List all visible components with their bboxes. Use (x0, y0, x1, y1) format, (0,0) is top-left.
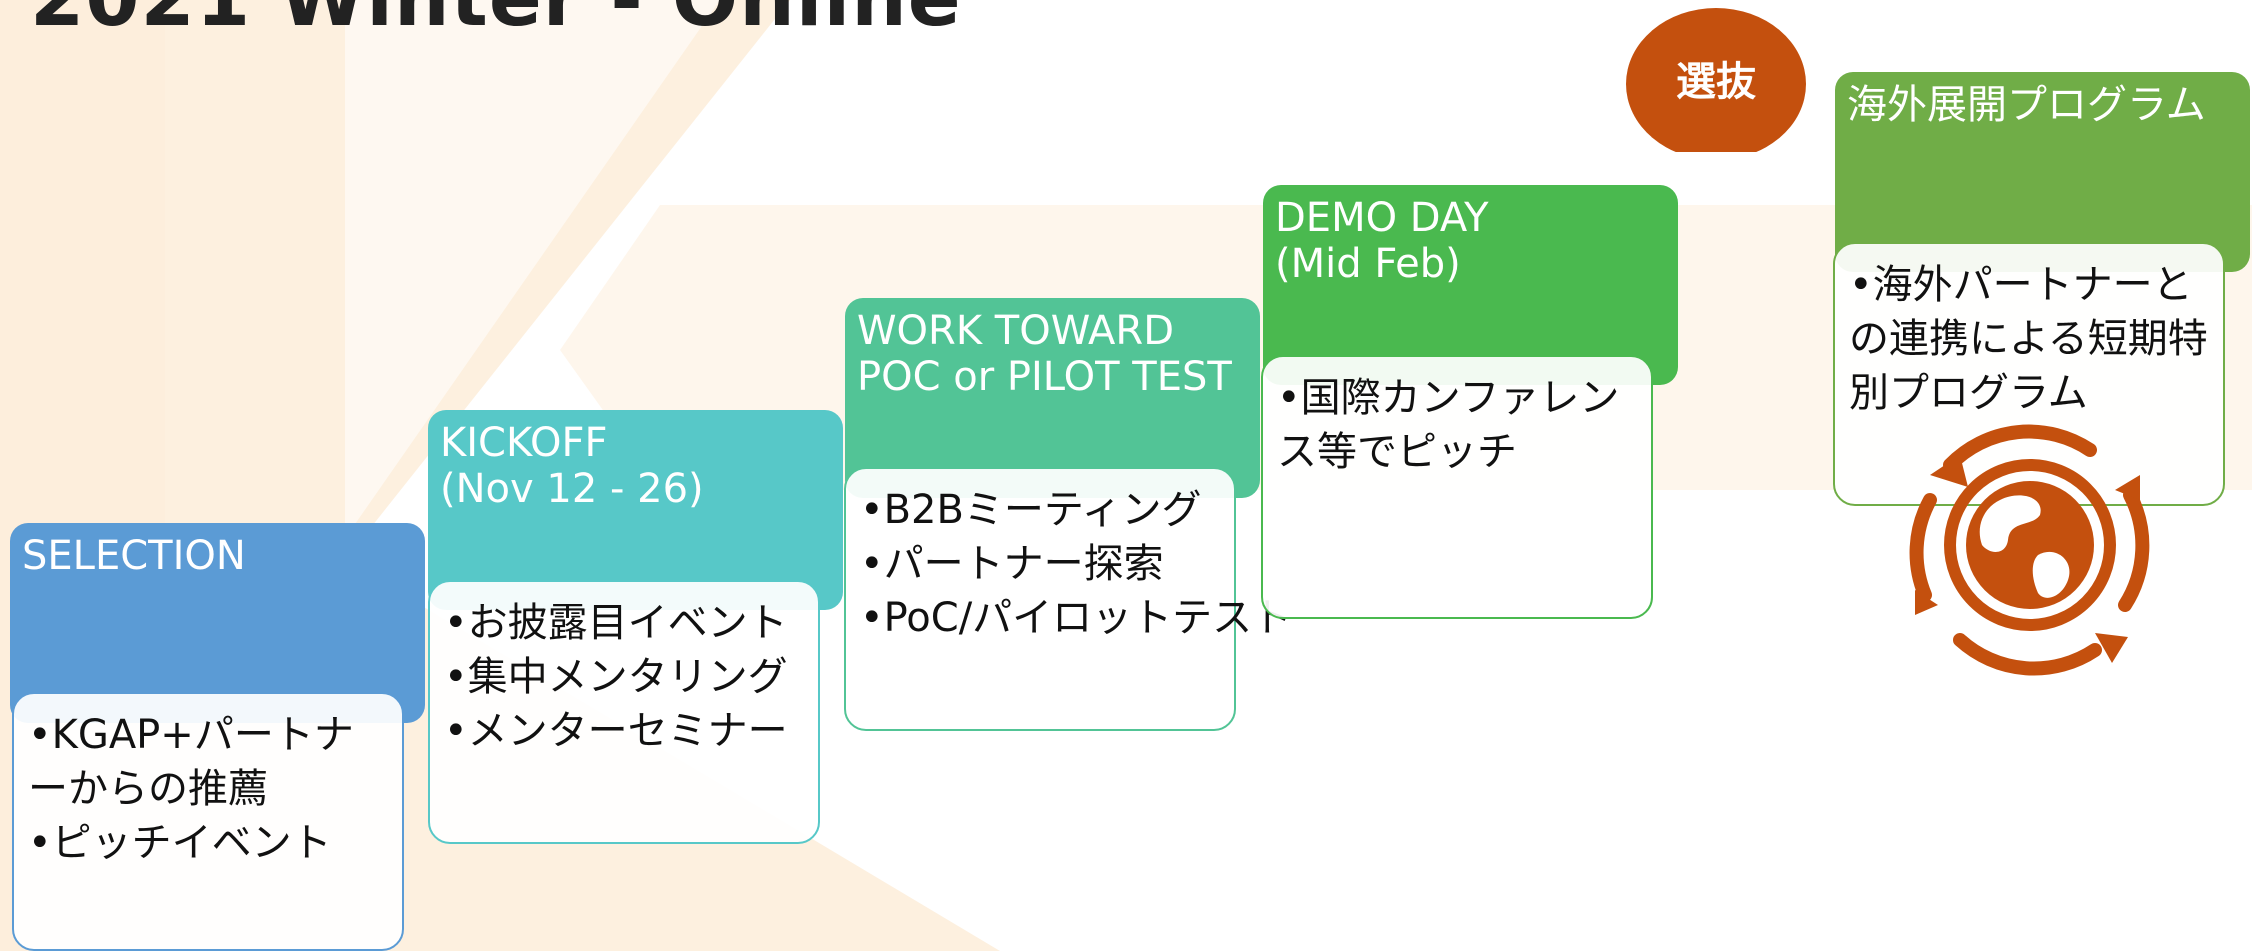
badge-label: 選抜 (1676, 59, 1756, 105)
stage-kickoff-date: (Nov 12 - 26) (440, 466, 704, 512)
stage-selection-title: SELECTION (22, 533, 246, 579)
stage-selection-body: KGAP+パートナーからの推薦 ピッチイベント (12, 692, 404, 951)
globe-cycle-icon (1909, 424, 2150, 676)
stage-kickoff-header: KICKOFF (Nov 12 - 26) (428, 410, 843, 610)
stage-work-toward-body: B2Bミーティング パートナー探索 PoC/パイロットテスト (844, 467, 1293, 731)
stage-work-toward-subtitle: POC or PILOT TEST (857, 354, 1232, 400)
stage-overseas-header: 海外展開プログラム (1835, 72, 2250, 272)
list-item: KGAP+パートナーからの推薦 (28, 708, 388, 816)
stage-demo-day-date: (Mid Feb) (1275, 241, 1461, 287)
stage-demo-day-header: DEMO DAY (Mid Feb) (1263, 185, 1678, 385)
list-item: B2Bミーティング (860, 483, 1220, 537)
list-item: 海外パートナーとの連携による短期特別プログラム (1849, 258, 2209, 420)
stage-demo-day-title: DEMO DAY (1275, 195, 1489, 241)
list-item: PoC/パイロットテスト (860, 591, 1293, 645)
list-item: ピッチイベント (28, 816, 388, 870)
stage-selection-header: SELECTION (10, 523, 425, 723)
list-item: パートナー探索 (860, 537, 1220, 591)
list-item: 集中メンタリング (444, 650, 804, 704)
list-item: お披露目イベント (444, 596, 804, 650)
stage-work-toward-header: WORK TOWARD POC or PILOT TEST (845, 298, 1260, 498)
list-item: 国際カンファレンス等でピッチ (1277, 371, 1637, 479)
list-item: メンターセミナー (444, 704, 804, 758)
stage-kickoff-body: お披露目イベント 集中メンタリング メンターセミナー (428, 580, 820, 844)
stage-demo-day-body: 国際カンファレンス等でピッチ (1261, 355, 1653, 619)
speech-bubble-icon (1626, 8, 1806, 152)
stage-kickoff-title: KICKOFF (440, 420, 608, 466)
stage-work-toward-title: WORK TOWARD (857, 308, 1175, 354)
stage-overseas-title: 海外展開プログラム (1847, 82, 2206, 128)
page-title: 2021 Winter - Online (30, 0, 962, 44)
